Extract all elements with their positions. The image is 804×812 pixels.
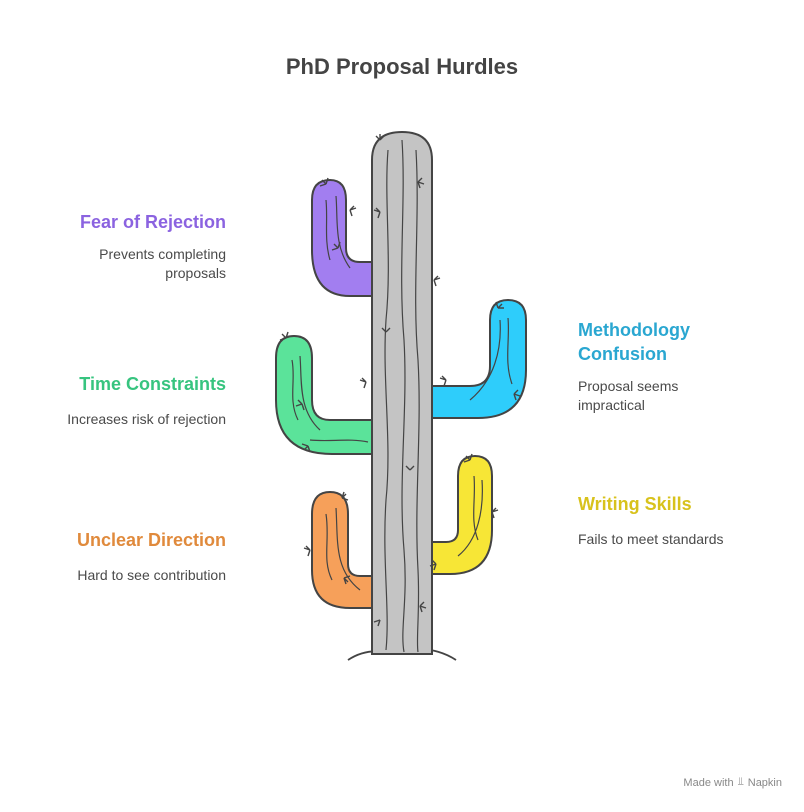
diagram-title: PhD Proposal Hurdles [285, 54, 519, 79]
arm-green [275, 334, 373, 455]
napkin-logo-icon: ⫫ [737, 776, 744, 788]
arm-yellow [431, 454, 493, 575]
footer-brand: Napkin [747, 776, 782, 789]
item-title-fear-of-rejection: Fear of Rejection [79, 212, 226, 232]
item-desc-writing-skills: Fails to meet standards [578, 531, 724, 547]
item-title-methodology-confusion: Methodology Confusion [578, 320, 690, 364]
item-title-unclear-direction: Unclear Direction [76, 530, 226, 550]
item-title-writing-skills: Writing Skills [578, 494, 692, 514]
item-desc-time-constraints: Increases risk of rejection [67, 411, 226, 427]
arm-blue [431, 298, 527, 419]
item-desc-fear-of-rejection: Prevents completing proposals [99, 246, 226, 281]
item-desc-unclear-direction: Hard to see contribution [77, 567, 226, 583]
footer-made-with: Made with [683, 776, 734, 789]
arm-purple [311, 178, 373, 297]
arm-orange [311, 490, 373, 609]
cactus-trunk [371, 130, 433, 655]
cactus-spines [279, 134, 521, 627]
item-title-time-constraints: Time Constraints [79, 374, 226, 394]
footer-watermark: Made with ⫫ Napkin [683, 776, 782, 789]
item-desc-methodology-confusion: Proposal seems impractical [578, 378, 679, 413]
